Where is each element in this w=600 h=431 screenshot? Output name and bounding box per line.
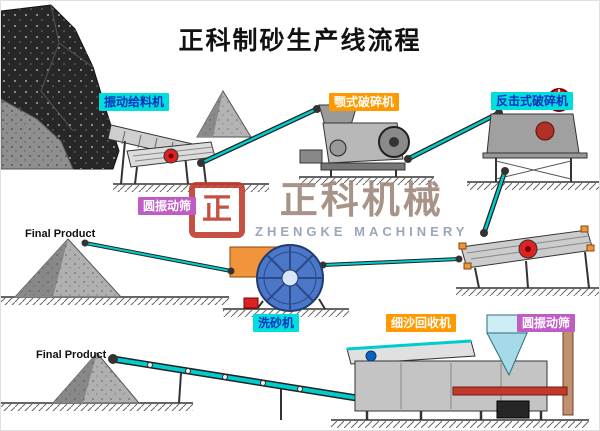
label-jaw-crusher: 颚式破碎机 — [329, 93, 400, 112]
circular-screen-mid-machine — [458, 225, 595, 289]
brand-logo-icon: 正 — [189, 182, 245, 238]
rock-cliff — [1, 4, 120, 170]
conveyor-to-jaw-crusher — [197, 105, 321, 167]
label-fine-sand-recycler: 细沙回收机 — [386, 314, 457, 333]
brand-text-block: 正科机械 ZHENGKE MACHINERY — [255, 180, 469, 239]
fine-sand-recycler-machine — [346, 314, 574, 420]
conveyor-to-final-product — [81, 239, 235, 275]
final-product-pile-bottom — [51, 352, 141, 404]
final-product-text-mid: Final Product — [25, 228, 96, 240]
label-impact-crusher: 反击式破碎机 — [491, 92, 574, 111]
brand-name-en: ZHENGKE MACHINERY — [255, 223, 469, 239]
conveyor-to-sand-washer — [319, 255, 463, 269]
brand-name-cn: 正科机械 — [279, 180, 444, 222]
final-product-text-bottom: Final Product — [36, 349, 107, 361]
label-circular-screen-top: 圆振动筛 — [138, 197, 197, 216]
label-circular-screen-bottom: 圆振动筛 — [517, 314, 576, 333]
conveyor-to-impact-crusher — [404, 109, 503, 163]
stockpile-top — [196, 90, 252, 138]
jaw-crusher-machine — [299, 104, 410, 177]
brand-watermark: 正 正科机械 ZHENGKE MACHINERY — [189, 180, 469, 239]
conveyor-to-mid-screen — [480, 167, 509, 237]
conveyor-bottom — [108, 354, 368, 420]
label-sand-washer: 洗砂机 — [253, 314, 300, 333]
logo-glyph: 正 — [202, 193, 232, 226]
label-vibrating-feeder: 振动给料机 — [99, 93, 170, 112]
final-product-pile-mid — [13, 238, 123, 298]
sand-washer-machine — [229, 244, 326, 312]
page-title: 正科制砂生产线流程 — [178, 27, 422, 55]
